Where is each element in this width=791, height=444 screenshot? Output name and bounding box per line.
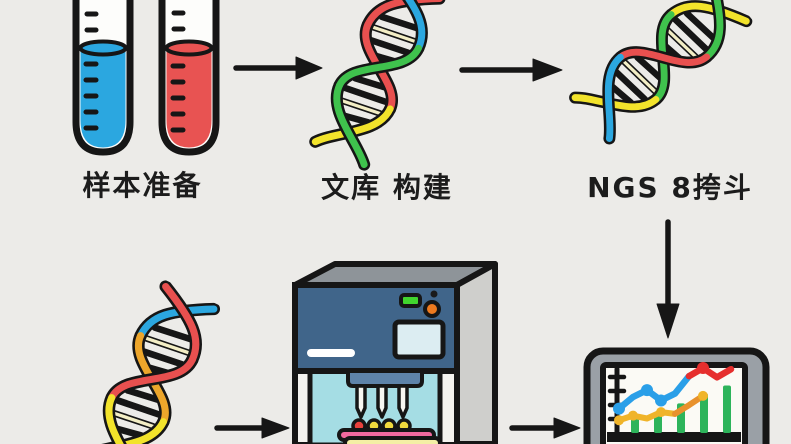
tube-graduation-marks xyxy=(171,10,186,32)
chart-bar xyxy=(654,412,662,433)
chart-point xyxy=(656,407,666,418)
machine-side-face xyxy=(454,261,498,444)
chart-point xyxy=(641,384,653,397)
machine-slot xyxy=(307,349,355,357)
tube-graduation-marks xyxy=(84,11,99,33)
machine-display xyxy=(392,319,446,360)
results-chart xyxy=(613,362,735,433)
step-label-ngs-sequencing: NGS 8挎斗 xyxy=(587,171,753,204)
tube-graduation-marks xyxy=(170,63,186,133)
test-tube-blue xyxy=(72,0,134,156)
test-tubes-icon xyxy=(72,0,220,156)
chart-point xyxy=(628,410,638,421)
machine-dot xyxy=(430,290,438,298)
chart-axis-ticks xyxy=(607,374,627,422)
power-button[interactable] xyxy=(423,300,441,318)
monitor-chart-icon xyxy=(583,347,770,444)
step-label-sample-preparation: 样本准备 xyxy=(82,169,203,202)
chart-line xyxy=(672,392,706,417)
chart-point xyxy=(655,394,667,407)
test-tube-red xyxy=(158,0,220,156)
tube-graduation-marks xyxy=(83,61,99,131)
sample-tray xyxy=(343,436,442,444)
pipette-needles xyxy=(355,384,409,419)
chart-bar xyxy=(723,385,731,433)
arrow-right-icon xyxy=(459,58,563,82)
arrow-down-icon xyxy=(656,219,680,339)
dispenser-head xyxy=(346,369,424,388)
led-indicator xyxy=(399,293,422,308)
arrow-right-icon xyxy=(509,417,581,439)
chart-line xyxy=(615,372,693,412)
chart-point xyxy=(698,390,708,401)
arrow-right-icon xyxy=(233,56,323,80)
dna-helix-icon xyxy=(556,0,763,157)
step-label-library-construction: 文库 构建 xyxy=(321,171,453,204)
chart-bar xyxy=(700,393,708,433)
sequencer-machine-icon xyxy=(292,261,498,444)
chart-line xyxy=(685,364,735,381)
chart-x-axis xyxy=(607,432,741,442)
chart-point xyxy=(614,415,624,426)
dna-helix-icon xyxy=(294,0,461,179)
arrow-right-icon xyxy=(214,417,290,439)
chart-point xyxy=(613,402,625,415)
dna-helix-icon xyxy=(65,273,235,444)
chart-point xyxy=(697,362,709,375)
